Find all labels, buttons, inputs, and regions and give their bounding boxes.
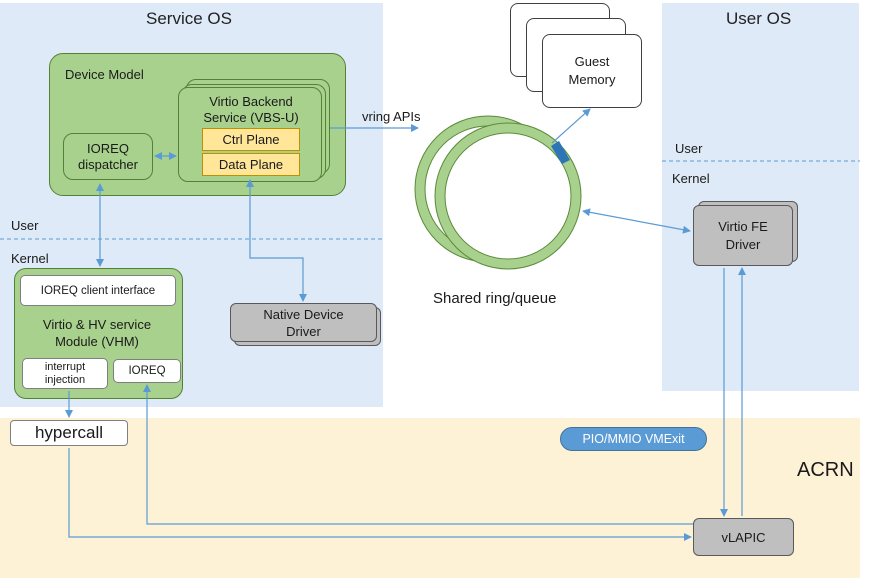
vlapic-box: vLAPIC <box>693 518 794 556</box>
native-device-driver-box: Native Device Driver <box>230 303 377 342</box>
shared-ring-label: Shared ring/queue <box>433 290 557 307</box>
pio-mmio-vmexit-badge: PIO/MMIO VMExit <box>560 427 707 451</box>
ioreq-dispatcher-box: IOREQ dispatcher <box>63 133 153 180</box>
vbs-u-label: Virtio Backend Service (VBS-U) <box>203 94 299 125</box>
device-model-title: Device Model <box>65 67 144 82</box>
user-os-user-label: User <box>675 141 703 156</box>
acrn-title: ACRN <box>797 459 854 481</box>
vring-apis-label: vring APIs <box>362 109 421 124</box>
virtio-fe-driver-box: Virtio FE Driver <box>693 205 793 266</box>
ioreq-client-interface-box: IOREQ client interface <box>20 275 176 306</box>
guest-memory-box: Guest Memory <box>542 34 642 108</box>
service-kernel-label: Kernel <box>11 251 49 266</box>
ioreq-box: IOREQ <box>113 359 181 383</box>
data-plane-box: Data Plane <box>202 153 300 176</box>
service-os-title: Service OS <box>146 9 232 28</box>
service-user-label: User <box>11 218 39 233</box>
user-os-region <box>662 3 859 391</box>
ring-slot-highlight <box>551 141 570 164</box>
hypercall-box: hypercall <box>10 420 128 446</box>
user-os-kernel-label: Kernel <box>672 171 710 186</box>
user-os-title: User OS <box>726 9 792 28</box>
ctrl-plane-box: Ctrl Plane <box>202 128 300 151</box>
vhm-title: Virtio & HV service Module (VHM) <box>42 317 152 349</box>
shared-ring-front <box>434 122 582 270</box>
interrupt-injection-box: interrupt injection <box>22 358 108 389</box>
